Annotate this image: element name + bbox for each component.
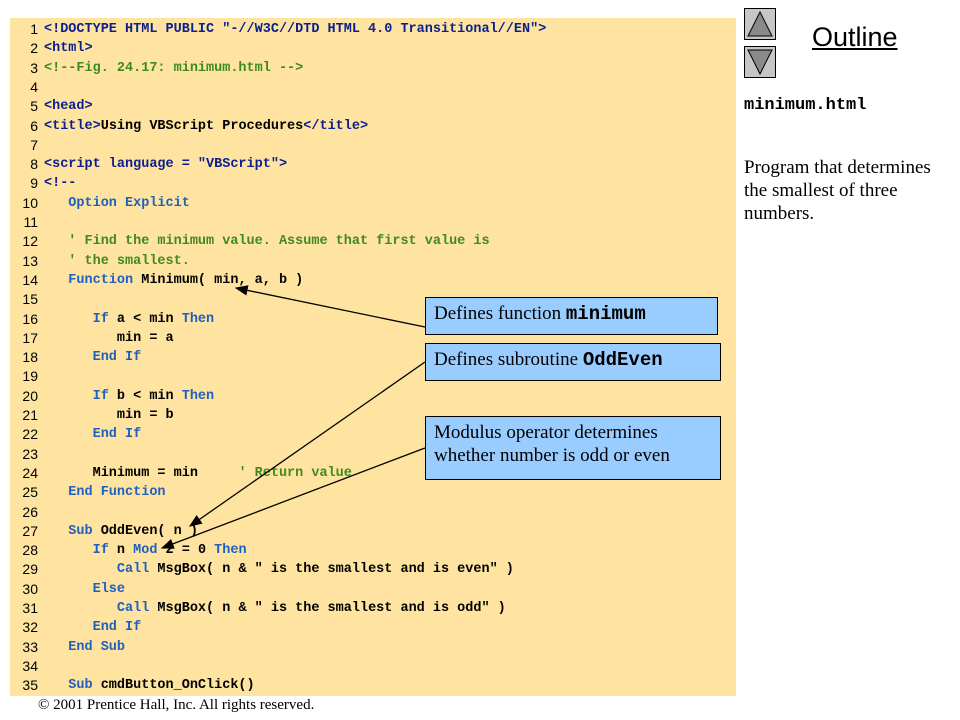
line-number: 13 [22, 252, 38, 269]
line-number: 19 [22, 368, 38, 385]
callout-modulus: Modulus operator determines whether numb… [425, 416, 721, 480]
code-text: End Function [44, 485, 166, 501]
callout-oddeven-text: Defines subroutine [434, 349, 583, 370]
line-number: 10 [22, 194, 38, 211]
code-text: Else [44, 581, 126, 597]
line-number: 29 [22, 561, 38, 578]
line-number: 5 [30, 98, 38, 115]
code-text: End If [44, 427, 142, 443]
line-number: 17 [22, 329, 38, 346]
up-triangle-icon[interactable] [744, 8, 776, 40]
line-number: 21 [22, 407, 38, 423]
code-text: End If [44, 620, 142, 636]
line-number: 4 [30, 78, 38, 95]
code-text: End Sub [44, 639, 126, 655]
code-text: Call MsgBox( n & " is the smallest and i… [44, 562, 514, 578]
down-triangle-icon[interactable] [744, 46, 776, 78]
code-text: Call MsgBox( n & " is the smallest and i… [44, 601, 506, 616]
callout-oddeven: Defines subroutine OddEven [425, 343, 721, 381]
callout-modulus-text: Modulus operator determines whether numb… [434, 422, 670, 466]
line-number: 34 [22, 657, 38, 674]
line-number: 8 [30, 156, 38, 173]
line-number: 25 [22, 484, 38, 501]
code-text: <!--Fig. 24.17: minimum.html --> [44, 60, 304, 76]
line-number: 26 [22, 503, 38, 520]
line-number: 35 [22, 677, 38, 694]
code-text: <head> [44, 99, 93, 115]
line-number: 9 [30, 175, 38, 192]
line-number: 18 [22, 349, 38, 366]
code-text: <html> [44, 41, 93, 57]
line-number: 12 [22, 233, 38, 250]
code-text: If n Mod 2 = 0 Then [44, 543, 247, 559]
code-text: End If [44, 350, 142, 366]
code-text: min = a [44, 330, 174, 346]
line-number: 24 [22, 464, 38, 481]
code-text: min = b [44, 408, 174, 423]
outline-title[interactable]: Outline [812, 22, 898, 52]
code-text: Option Explicit [44, 195, 190, 211]
line-number: 6 [30, 117, 38, 134]
code-text: Sub cmdButton_OnClick() [44, 678, 255, 694]
line-number: 16 [22, 310, 38, 327]
copyright: © 2001 Prentice Hall, Inc. All rights re… [38, 697, 315, 713]
line-number: 15 [22, 291, 38, 308]
callout-minimum: Defines function minimum [425, 297, 718, 335]
code-text: <!DOCTYPE HTML PUBLIC "-//W3C//DTD HTML … [44, 22, 547, 37]
line-number: 2 [30, 40, 38, 57]
line-number: 27 [22, 522, 38, 539]
line-number: 30 [22, 580, 38, 597]
callout-oddeven-code: OddEven [582, 349, 663, 371]
code-text: Function Minimum( min, a, b ) [44, 272, 304, 288]
description: Program that determines the smallest of … [744, 157, 931, 224]
line-number: 1 [30, 21, 38, 37]
code-text: <!-- [44, 176, 77, 192]
line-number: 3 [30, 59, 38, 76]
code-text: Minimum = min ' Return value [44, 465, 352, 481]
line-number: 32 [22, 619, 38, 636]
code-text: <script language = "VBScript"> [44, 157, 288, 173]
code-text: ' Find the minimum value. Assume that fi… [44, 234, 490, 250]
code-text: If a < min Then [44, 311, 215, 327]
line-number: 20 [22, 387, 38, 404]
code-text: <title>Using VBScript Procedures</title> [44, 118, 369, 134]
line-number: 23 [22, 445, 38, 462]
line-number: 28 [22, 542, 38, 559]
line-number: 14 [22, 271, 38, 288]
callout-minimum-code: minimum [565, 303, 646, 325]
code-text: ' the smallest. [44, 253, 190, 269]
code-text: Sub OddEven( n ) [44, 523, 198, 539]
line-number: 22 [22, 426, 38, 443]
file-name: minimum.html [744, 96, 867, 115]
code-text: If b < min Then [44, 388, 215, 404]
callout-minimum-text: Defines function [434, 303, 566, 324]
line-number: 33 [22, 638, 38, 655]
line-number: 11 [23, 214, 38, 230]
line-number: 31 [22, 600, 38, 616]
line-number: 7 [30, 136, 38, 153]
